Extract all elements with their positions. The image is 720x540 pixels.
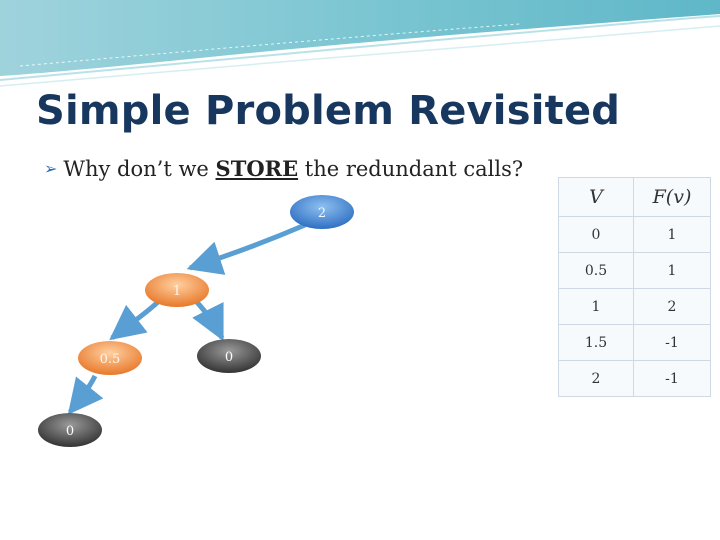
table-row: 0 1 xyxy=(559,217,711,253)
tree-edge-1-to-05 xyxy=(112,300,160,338)
table-cell-v: 1.5 xyxy=(559,325,634,361)
tree-edges xyxy=(70,225,305,412)
table-header-row: V F(v) xyxy=(559,178,711,217)
tree-node-label: 0 xyxy=(66,424,74,439)
tree-node-0-bottom: 0 xyxy=(38,413,102,447)
table-cell-v: 0.5 xyxy=(559,253,634,289)
tree-node-label: 1 xyxy=(173,284,181,299)
table-cell-v: 2 xyxy=(559,361,634,397)
table-cell-fv: 2 xyxy=(634,289,711,325)
tree-node-label: 0.5 xyxy=(100,352,121,367)
tree-node-label: 2 xyxy=(318,206,326,221)
table-header-v: V xyxy=(559,178,634,217)
table-cell-fv: -1 xyxy=(634,361,711,397)
table-header-fv: F(v) xyxy=(634,178,711,217)
table-row: 0.5 1 xyxy=(559,253,711,289)
table-cell-v: 1 xyxy=(559,289,634,325)
table-cell-v: 0 xyxy=(559,217,634,253)
tree-node-0-5: 0.5 xyxy=(78,341,142,375)
table-row: 1 2 xyxy=(559,289,711,325)
tree-edge-05-to-0 xyxy=(70,376,95,412)
table-cell-fv: 1 xyxy=(634,217,711,253)
table-cell-fv: 1 xyxy=(634,253,711,289)
tree-edge-1-to-0 xyxy=(195,300,222,338)
memo-table: V F(v) 0 1 0.5 1 1 2 1.5 -1 2 -1 xyxy=(558,177,711,397)
tree-node-0-right: 0 xyxy=(197,339,261,373)
tree-edge-2-to-1 xyxy=(190,225,305,268)
table-cell-fv: -1 xyxy=(634,325,711,361)
tree-node-1: 1 xyxy=(145,273,209,307)
tree-node-label: 0 xyxy=(225,350,233,365)
table-row: 1.5 -1 xyxy=(559,325,711,361)
tree-node-2: 2 xyxy=(290,195,354,229)
table-row: 2 -1 xyxy=(559,361,711,397)
